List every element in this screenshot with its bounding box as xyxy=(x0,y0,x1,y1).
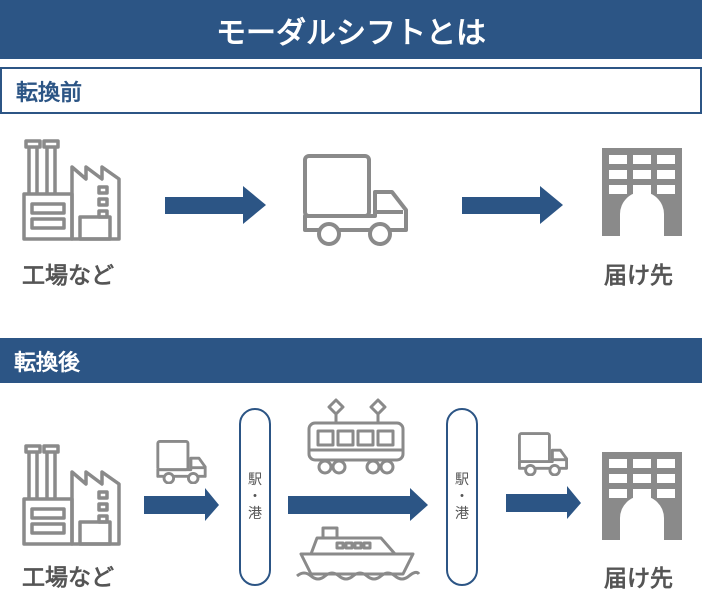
label-destination-after: 届け先 xyxy=(604,566,673,592)
title-banner: モーダルシフトとは xyxy=(0,0,702,59)
station-label: 駅 xyxy=(248,471,262,488)
port-label: 港 xyxy=(248,505,262,522)
building-icon xyxy=(602,452,682,540)
section-header-before: 転換前 xyxy=(0,67,702,114)
arrow-right-icon xyxy=(506,486,581,519)
train-icon xyxy=(307,398,405,475)
separator-dot: ・ xyxy=(455,488,469,505)
section-title-after: 転換後 xyxy=(14,350,81,376)
truck-icon xyxy=(518,432,568,476)
truck-icon xyxy=(156,440,207,484)
ship-icon xyxy=(296,526,421,581)
factory-icon xyxy=(22,444,121,546)
label-destination-before: 届け先 xyxy=(604,263,673,289)
arrow-right-icon xyxy=(165,186,266,224)
truck-icon xyxy=(303,154,408,246)
separator-dot: ・ xyxy=(248,488,262,505)
station-port-node: 駅 ・ 港 xyxy=(239,408,271,586)
arrow-right-icon xyxy=(462,186,563,224)
port-label: 港 xyxy=(455,505,469,522)
station-port-node: 駅 ・ 港 xyxy=(446,408,478,586)
arrow-right-icon xyxy=(288,488,428,521)
building-icon xyxy=(602,148,682,236)
station-label: 駅 xyxy=(455,471,469,488)
factory-icon xyxy=(22,139,121,241)
label-factory-before: 工場など xyxy=(22,263,114,289)
section-title-before: 転換前 xyxy=(16,80,83,106)
arrow-right-icon xyxy=(144,488,219,521)
page-title: モーダルシフトとは xyxy=(216,15,486,51)
section-header-after: 転換後 xyxy=(0,338,702,383)
